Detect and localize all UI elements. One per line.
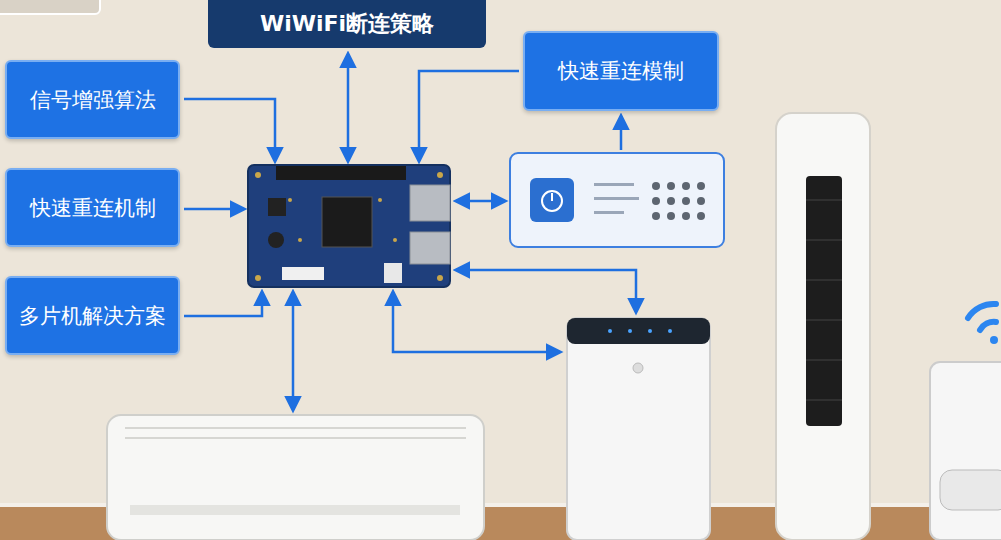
box-label: 快速重连机制: [30, 194, 156, 222]
feature-box: 信号增强算法: [5, 60, 180, 139]
box-label: WiWiFi断连策略: [260, 9, 434, 39]
title-box: WiWiFi断连策略: [208, 0, 486, 48]
feature-box: 多片机解决方案: [5, 276, 180, 355]
feature-box: 快速重连机制: [5, 168, 180, 247]
box-label: 多片机解决方案: [19, 302, 166, 330]
box-label: 信号增强算法: [30, 86, 156, 114]
box-label: 快速重连模制: [558, 57, 684, 85]
feature-box: 快速重连模制: [523, 31, 719, 111]
